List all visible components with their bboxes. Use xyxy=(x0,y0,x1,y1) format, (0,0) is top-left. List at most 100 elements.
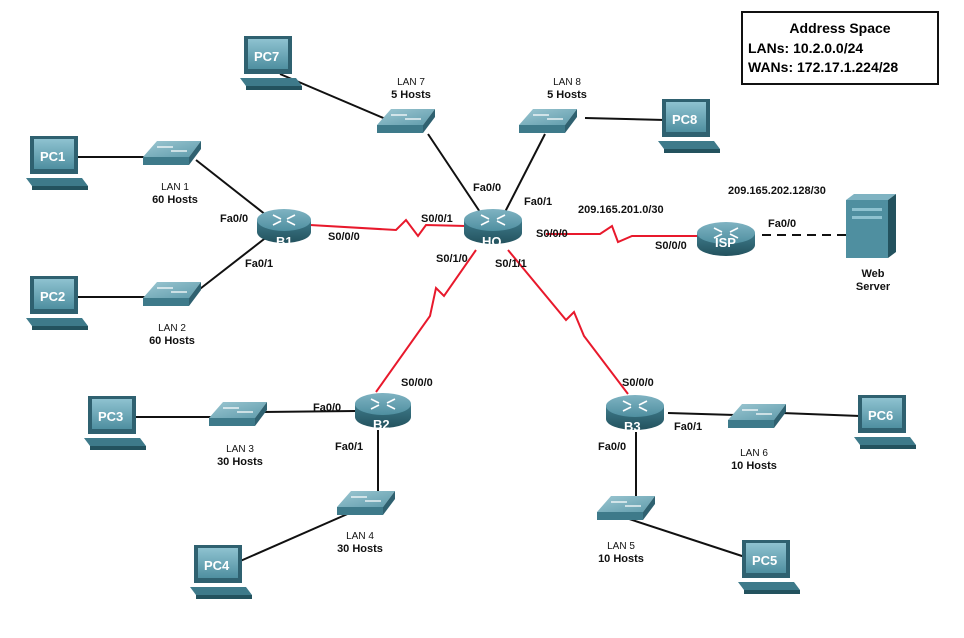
pc-label-pc4: PC4 xyxy=(204,558,230,573)
pc-icon-pc8[interactable] xyxy=(658,99,720,153)
link-hq-isp xyxy=(546,224,698,244)
iface-b1-s000: S0/0/0 xyxy=(328,231,360,243)
link-lan8-hq xyxy=(504,133,546,213)
lan3-hosts: 30 Hosts xyxy=(217,456,263,468)
link-lan2-b1 xyxy=(195,235,269,293)
pc-icon-pc1[interactable] xyxy=(26,136,88,190)
link-lan7-hq xyxy=(427,133,481,213)
lan5-hosts: 10 Hosts xyxy=(598,553,644,565)
router-b2[interactable] xyxy=(355,393,411,428)
pc-label-pc6: PC6 xyxy=(868,408,894,423)
lan5-name: LAN 5 xyxy=(607,541,635,552)
address-space-wans: WANs: 172.17.1.224/28 xyxy=(748,59,899,75)
pc-icon-pc3[interactable] xyxy=(84,396,146,450)
address-space-lans: LANs: 10.2.0.0/24 xyxy=(748,40,864,56)
address-space-title: Address Space xyxy=(789,20,891,36)
link-lan1-b1 xyxy=(195,159,267,216)
router-hq[interactable] xyxy=(464,209,522,244)
iface-hq-s010: S0/1/0 xyxy=(436,253,468,265)
pc-label-pc5: PC5 xyxy=(752,553,778,568)
pc-icon-pc4[interactable] xyxy=(190,545,252,599)
link-lan3-b2 xyxy=(261,410,357,413)
pc-icon-pc2[interactable] xyxy=(26,276,88,330)
lan8-name: LAN 8 xyxy=(553,77,581,88)
lan2-name: LAN 2 xyxy=(158,323,186,334)
router-isp[interactable] xyxy=(697,222,755,256)
lan1-name: LAN 1 xyxy=(161,182,189,193)
web-server-label-line1: Web xyxy=(861,268,885,280)
pc-icon-pc7[interactable] xyxy=(240,36,302,90)
iface-b2-fa01: Fa0/1 xyxy=(335,441,364,453)
router-b1[interactable] xyxy=(257,209,311,243)
iface-b2-s000: S0/0/0 xyxy=(401,377,433,389)
lan8-label: LAN 8 5 Hosts xyxy=(532,76,602,102)
router-b3[interactable] xyxy=(606,395,664,430)
web-server-label: Web Server xyxy=(846,268,900,294)
pc-icon-pc5[interactable] xyxy=(738,540,800,594)
switch-lan3[interactable] xyxy=(209,402,267,426)
switch-lan8[interactable] xyxy=(519,109,577,133)
lan7-hosts: 5 Hosts xyxy=(391,89,431,101)
web-server-icon[interactable] xyxy=(846,194,896,258)
iface-hq-fa01: Fa0/1 xyxy=(524,196,553,208)
pc-label-pc8: PC8 xyxy=(672,112,698,127)
switch-lan2[interactable] xyxy=(143,282,201,306)
lan6-label: LAN 6 10 Hosts xyxy=(719,447,789,473)
pc-label-pc1: PC1 xyxy=(40,149,66,164)
router-label-isp: ISP xyxy=(715,235,736,250)
lan7-name: LAN 7 xyxy=(397,77,425,88)
lan7-label: LAN 7 5 Hosts xyxy=(376,76,446,102)
iface-b2-fa00: Fa0/0 xyxy=(313,402,342,414)
iface-b1-fa00: Fa0/0 xyxy=(220,213,249,225)
address-space-box: Address Space LANs: 10.2.0.0/24 WANs: 17… xyxy=(741,11,939,85)
network-isp-server: 209.165.202.128/30 xyxy=(728,185,826,197)
link-pc8-lan8 xyxy=(584,117,666,121)
iface-b3-s000: S0/0/0 xyxy=(622,377,654,389)
router-label-b1: B1 xyxy=(276,234,293,249)
network-hq-isp: 209.165.201.0/30 xyxy=(578,204,664,216)
pc-label-pc2: PC2 xyxy=(40,289,66,304)
switch-lan7[interactable] xyxy=(377,109,435,133)
pc-icon-pc6[interactable] xyxy=(854,395,916,449)
switch-lan5[interactable] xyxy=(597,496,655,520)
iface-hq-s011: S0/1/1 xyxy=(495,258,527,270)
lan2-hosts: 60 Hosts xyxy=(149,335,195,347)
link-lan6-pc6 xyxy=(781,412,861,417)
ethernet-links xyxy=(78,73,861,563)
iface-hq-fa00: Fa0/0 xyxy=(473,182,502,194)
lan3-label: LAN 3 30 Hosts xyxy=(205,443,275,469)
switch-lan4[interactable] xyxy=(337,491,395,515)
switch-lan6[interactable] xyxy=(728,404,786,428)
lan5-label: LAN 5 10 Hosts xyxy=(586,540,656,566)
lan1-label: LAN 1 60 Hosts xyxy=(140,181,210,207)
serial-links xyxy=(309,218,698,395)
link-b3-lan6 xyxy=(667,412,736,416)
link-lan4-pc4 xyxy=(237,511,353,563)
link-hq-b2 xyxy=(375,249,477,393)
lan6-hosts: 10 Hosts xyxy=(731,460,777,472)
iface-b3-fa01: Fa0/1 xyxy=(674,421,703,433)
pc-label-pc3: PC3 xyxy=(98,409,124,424)
router-label-b3: B3 xyxy=(624,419,641,434)
iface-b3-fa00: Fa0/0 xyxy=(598,441,627,453)
lan6-name: LAN 6 xyxy=(740,448,768,459)
router-label-b2: B2 xyxy=(373,417,390,432)
link-lan5-pc5 xyxy=(619,515,746,558)
lan4-name: LAN 4 xyxy=(346,531,374,542)
link-hq-b3 xyxy=(507,249,629,395)
iface-isp-fa00: Fa0/0 xyxy=(768,218,797,230)
iface-hq-s000: S0/0/0 xyxy=(536,228,568,240)
web-server-label-line2: Server xyxy=(855,281,891,293)
link-b1-hq xyxy=(309,218,467,238)
iface-isp-s000: S0/0/0 xyxy=(655,240,687,252)
iface-b1-fa01: Fa0/1 xyxy=(245,258,274,270)
iface-hq-s001: S0/0/1 xyxy=(421,213,453,225)
lan4-hosts: 30 Hosts xyxy=(337,543,383,555)
switch-lan1[interactable] xyxy=(143,141,201,165)
lan8-hosts: 5 Hosts xyxy=(547,89,587,101)
lan2-label: LAN 2 60 Hosts xyxy=(137,322,207,348)
lan4-label: LAN 4 30 Hosts xyxy=(325,530,395,556)
pc-label-pc7: PC7 xyxy=(254,49,280,64)
lan1-hosts: 60 Hosts xyxy=(152,194,198,206)
